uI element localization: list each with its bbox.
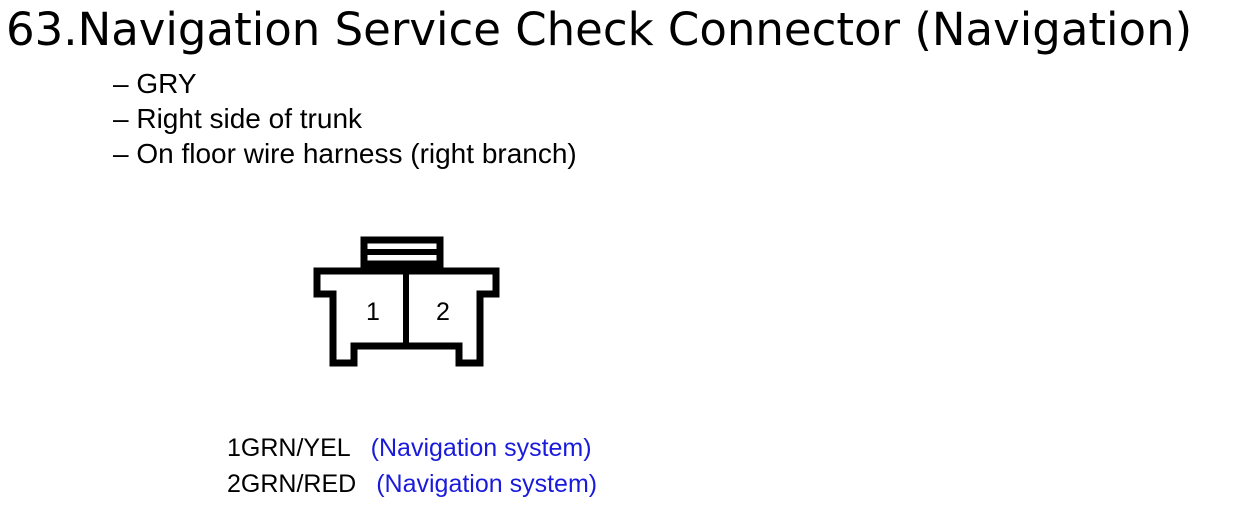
two-pin-connector-icon: 1 2 bbox=[313, 236, 500, 367]
pin-wire-color: GRN/YEL bbox=[240, 434, 351, 462]
pin-row: 1GRN/YEL (Navigation system) bbox=[227, 430, 597, 466]
pin-description: (Navigation system) bbox=[376, 470, 598, 498]
pin-description: (Navigation system) bbox=[370, 434, 592, 462]
spec-location: – Right side of trunk bbox=[113, 103, 363, 134]
pin-number: 1 bbox=[227, 434, 241, 462]
cavity-label-2: 2 bbox=[436, 298, 450, 326]
pin-assignment-list: 1GRN/YEL (Navigation system) 2GRN/RED (Nav… bbox=[227, 430, 597, 502]
pin-row: 2GRN/RED (Navigation system) bbox=[227, 466, 597, 502]
pin-wire-color: GRN/RED bbox=[240, 470, 357, 498]
connector-spec-list: – GRY – Right side of trunk – On floor w… bbox=[113, 66, 577, 171]
spec-color: – GRY bbox=[113, 68, 197, 99]
pin-number: 2 bbox=[227, 470, 241, 498]
spec-harness: – On floor wire harness (right branch) bbox=[113, 138, 577, 169]
cavity-label-1: 1 bbox=[366, 298, 380, 326]
connector-body bbox=[313, 267, 500, 367]
page-title: 63.Navigation Service Check Connector (N… bbox=[6, 3, 1193, 56]
